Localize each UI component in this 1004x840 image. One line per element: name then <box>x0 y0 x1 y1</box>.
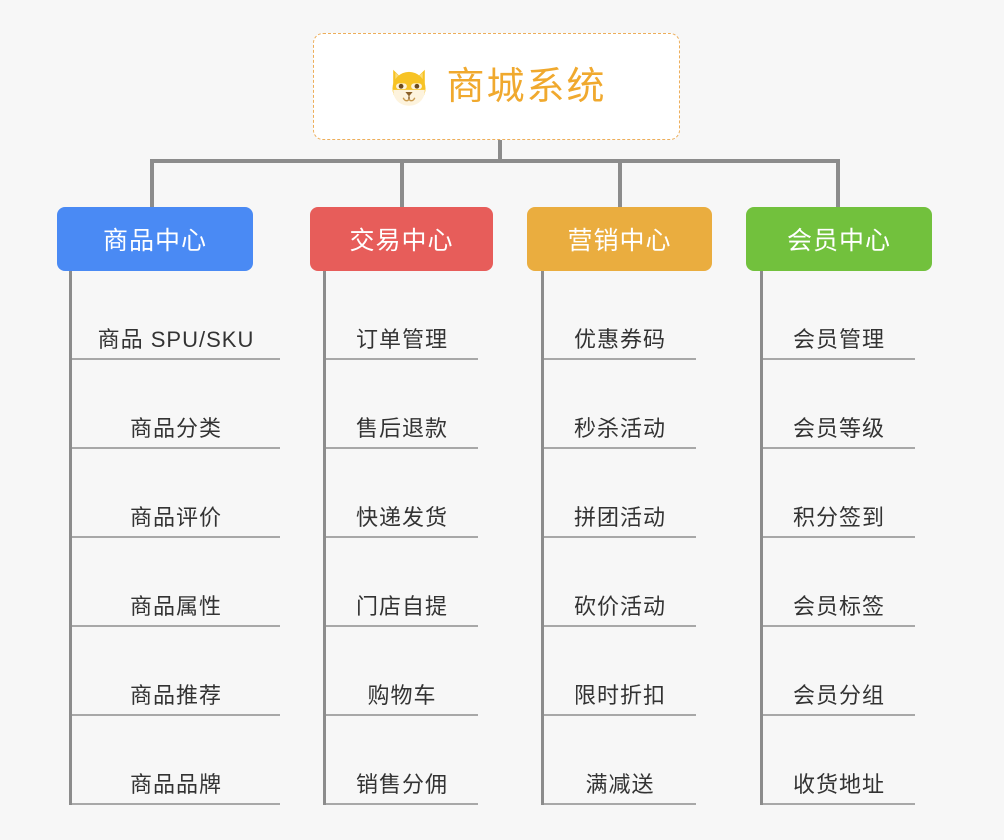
root-title: 商城系统 <box>446 65 607 108</box>
connector-drop-1 <box>150 159 154 207</box>
leaf-underline <box>544 447 696 449</box>
leaf-underline <box>72 625 280 627</box>
leaf-item-label: 满减送 <box>585 772 655 797</box>
leaf-underline <box>763 536 915 538</box>
connector-drop-3 <box>618 159 622 207</box>
leaf-item[interactable]: 积分签到 <box>763 449 915 538</box>
leaf-item[interactable]: 会员标签 <box>763 538 915 627</box>
category-header-2[interactable]: 交易中心 <box>310 207 493 271</box>
leaf-underline <box>326 536 478 538</box>
leaf-underline <box>72 358 280 360</box>
leaf-underline <box>544 536 696 538</box>
branch-trunk <box>760 271 763 805</box>
branch-4: 会员管理会员等级积分签到会员标签会员分组收货地址 <box>760 271 918 805</box>
leaf-item[interactable]: 商品品牌 <box>72 716 280 805</box>
branch-3: 优惠券码秒杀活动拼团活动砍价活动限时折扣满减送 <box>541 271 699 805</box>
leaf-item[interactable]: 门店自提 <box>326 538 478 627</box>
category-header-label: 会员中心 <box>786 227 891 255</box>
leaf-underline <box>326 447 478 449</box>
connector-horizontal-bus <box>150 159 839 163</box>
leaf-underline <box>72 536 280 538</box>
leaf-item[interactable]: 限时折扣 <box>544 627 696 716</box>
category-header-label: 商品中心 <box>102 227 207 255</box>
connector-root-stem <box>498 140 502 162</box>
leaf-item-label: 秒杀活动 <box>573 416 666 441</box>
category-header-label: 营销中心 <box>567 227 672 255</box>
branch-trunk <box>323 271 326 805</box>
leaf-item[interactable]: 快递发货 <box>326 449 478 538</box>
leaf-item[interactable]: 砍价活动 <box>544 538 696 627</box>
root-node[interactable]: 商城系统 <box>313 33 680 140</box>
category-header-3[interactable]: 营销中心 <box>527 207 712 271</box>
leaf-item-label: 门店自提 <box>355 594 448 619</box>
category-header-1[interactable]: 商品中心 <box>57 207 253 271</box>
leaf-item-label: 商品推荐 <box>129 683 222 708</box>
leaf-underline <box>544 358 696 360</box>
leaf-item[interactable]: 订单管理 <box>326 271 478 360</box>
leaf-underline <box>72 447 280 449</box>
leaf-item-label: 商品 SPU/SKU <box>97 327 255 352</box>
branch-trunk <box>541 271 544 805</box>
leaf-underline <box>763 714 915 716</box>
leaf-underline <box>544 803 696 805</box>
leaf-item-label: 商品属性 <box>129 594 222 619</box>
leaf-item[interactable]: 会员管理 <box>763 271 915 360</box>
leaf-item-label: 会员管理 <box>792 327 885 352</box>
leaf-item-label: 会员等级 <box>792 416 885 441</box>
leaf-item-label: 商品分类 <box>129 416 222 441</box>
leaf-item-label: 会员标签 <box>792 594 885 619</box>
leaf-item-label: 订单管理 <box>355 327 448 352</box>
leaf-item-label: 收货地址 <box>792 772 885 797</box>
leaf-item-label: 优惠券码 <box>573 327 666 352</box>
leaf-item[interactable]: 拼团活动 <box>544 449 696 538</box>
leaf-underline <box>326 625 478 627</box>
leaf-underline <box>72 803 280 805</box>
branch-1: 商品 SPU/SKU 商品分类商品评价商品属性商品推荐商品品牌 <box>69 271 283 805</box>
leaf-underline <box>763 625 915 627</box>
leaf-item[interactable]: 商品分类 <box>72 360 280 449</box>
leaf-underline <box>544 714 696 716</box>
leaf-item-label: 砍价活动 <box>573 594 666 619</box>
category-header-4[interactable]: 会员中心 <box>746 207 932 271</box>
branch-2: 订单管理售后退款快递发货门店自提购物车销售分佣 <box>323 271 481 805</box>
shiba-dog-face-icon <box>392 69 427 106</box>
leaf-item[interactable]: 商品评价 <box>72 449 280 538</box>
leaf-underline <box>326 358 478 360</box>
leaf-item[interactable]: 商品属性 <box>72 538 280 627</box>
leaf-underline <box>763 803 915 805</box>
leaf-item-label: 商品品牌 <box>129 772 222 797</box>
leaf-underline <box>326 714 478 716</box>
leaf-underline <box>72 714 280 716</box>
category-header-label: 交易中心 <box>349 227 454 255</box>
leaf-underline <box>763 447 915 449</box>
leaf-item[interactable]: 会员等级 <box>763 360 915 449</box>
leaf-item[interactable]: 会员分组 <box>763 627 915 716</box>
leaf-item-label: 限时折扣 <box>573 683 666 708</box>
leaf-item-label: 会员分组 <box>792 683 885 708</box>
leaf-item[interactable]: 售后退款 <box>326 360 478 449</box>
leaf-item[interactable]: 满减送 <box>544 716 696 805</box>
leaf-item[interactable]: 购物车 <box>326 627 478 716</box>
leaf-item-label: 购物车 <box>367 683 437 708</box>
leaf-item[interactable]: 秒杀活动 <box>544 360 696 449</box>
leaf-item[interactable]: 收货地址 <box>763 716 915 805</box>
leaf-item-label: 拼团活动 <box>573 505 666 530</box>
branch-trunk <box>69 271 72 805</box>
leaf-underline <box>544 625 696 627</box>
leaf-item[interactable]: 优惠券码 <box>544 271 696 360</box>
leaf-item[interactable]: 商品 SPU/SKU <box>72 271 280 360</box>
leaf-item[interactable]: 商品推荐 <box>72 627 280 716</box>
leaf-item[interactable]: 销售分佣 <box>326 716 478 805</box>
leaf-item-label: 积分签到 <box>792 505 885 530</box>
leaf-item-label: 销售分佣 <box>355 772 448 797</box>
leaf-underline <box>763 358 915 360</box>
leaf-underline <box>326 803 478 805</box>
leaf-item-label: 商品评价 <box>129 505 222 530</box>
leaf-item-label: 售后退款 <box>355 416 448 441</box>
connector-drop-4 <box>836 159 840 207</box>
leaf-item-label: 快递发货 <box>355 505 448 530</box>
connector-drop-2 <box>400 159 404 207</box>
